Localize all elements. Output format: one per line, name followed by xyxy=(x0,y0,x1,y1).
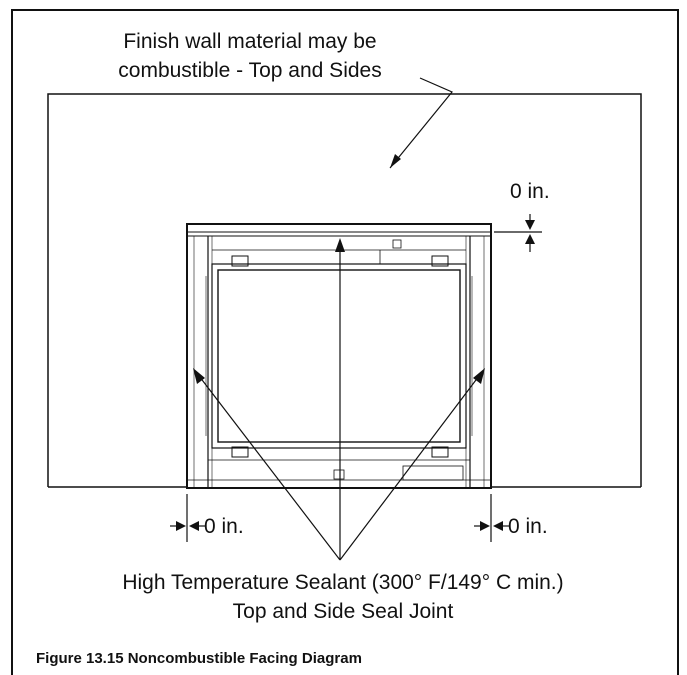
top-arrowhead-down xyxy=(525,220,535,230)
sealant-label-line1: High Temperature Sealant (300° F/149° C … xyxy=(122,571,563,594)
right-clearance-label: 0 in. xyxy=(508,515,548,538)
top-clearance-indicator xyxy=(494,214,542,252)
finish-wall-label-line2: combustible - Top and Sides xyxy=(118,59,381,82)
fireplace-unit xyxy=(186,223,492,489)
left-clearance-label: 0 in. xyxy=(204,515,244,538)
right-clearance-indicator xyxy=(474,494,510,542)
sealant-leader-lines xyxy=(195,242,483,561)
finish-wall-arrow xyxy=(389,77,453,169)
figure-caption: Figure 13.15 Noncombustible Facing Diagr… xyxy=(36,650,362,667)
left-arrowhead-left xyxy=(189,521,199,531)
sealant-arrowhead-right xyxy=(473,368,485,384)
finish-wall-label-line1: Finish wall material may be xyxy=(123,30,376,53)
finish-wall-outline xyxy=(47,93,642,487)
sealant-label-line2: Top and Side Seal Joint xyxy=(233,600,454,623)
sealant-arrowhead-left xyxy=(193,368,205,384)
right-arrowhead-left xyxy=(493,521,503,531)
finish-wall-arrowhead xyxy=(390,154,401,168)
sealant-arrowhead-top xyxy=(335,238,345,252)
top-clearance-label: 0 in. xyxy=(510,180,550,203)
right-arrowhead-right xyxy=(480,521,490,531)
top-arrowhead-up xyxy=(525,234,535,244)
figure-frame xyxy=(11,9,679,675)
left-clearance-indicator xyxy=(170,494,206,542)
left-arrowhead-right xyxy=(176,521,186,531)
